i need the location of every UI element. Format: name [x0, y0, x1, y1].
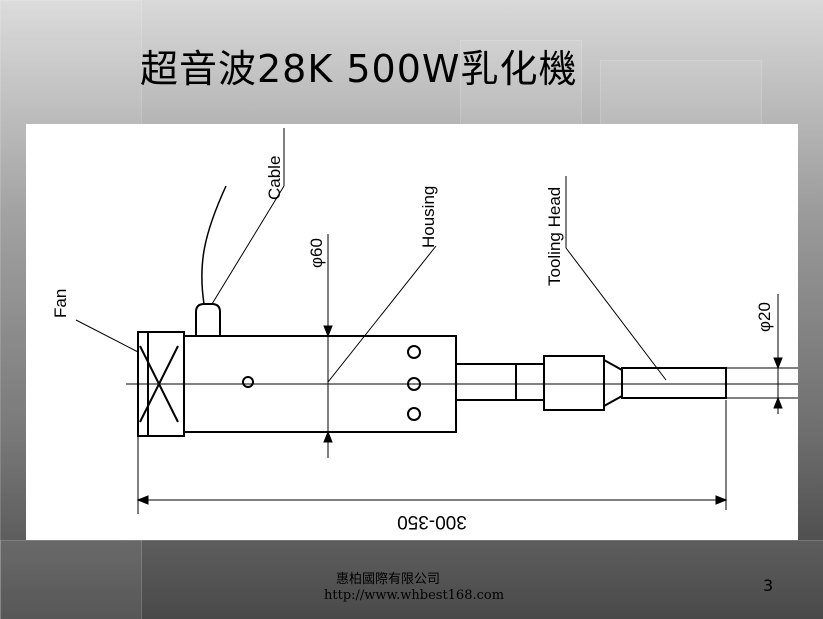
horn-shaft — [455, 363, 517, 401]
label-cable: Cable — [265, 156, 284, 200]
emulsifier-drawing: Fan Cable Housing Tooling Head φ60 φ20 3… — [51, 128, 798, 532]
cable-wire — [201, 185, 227, 305]
label-fan: Fan — [51, 289, 70, 318]
label-tooling-head: Tooling Head — [545, 187, 564, 286]
tooling-tip — [621, 367, 727, 399]
slide-title: 超音波28K 500W乳化機 — [140, 47, 578, 91]
footer-company: 惠柏國際有限公司 — [336, 572, 441, 587]
housing-hole — [242, 376, 254, 388]
booster — [543, 355, 605, 411]
footer-url[interactable]: http://www.whbest168.com — [324, 588, 505, 603]
label-housing: Housing — [419, 186, 438, 248]
cable-connector — [195, 303, 221, 336]
dim-total-length: 300-350 — [397, 511, 467, 532]
diagram-panel: Fan Cable Housing Tooling Head φ60 φ20 3… — [26, 124, 798, 540]
dim-tip-diameter: φ20 — [755, 302, 774, 332]
dim-housing-diameter: φ60 — [307, 238, 326, 268]
page-number: 3 — [763, 576, 774, 595]
